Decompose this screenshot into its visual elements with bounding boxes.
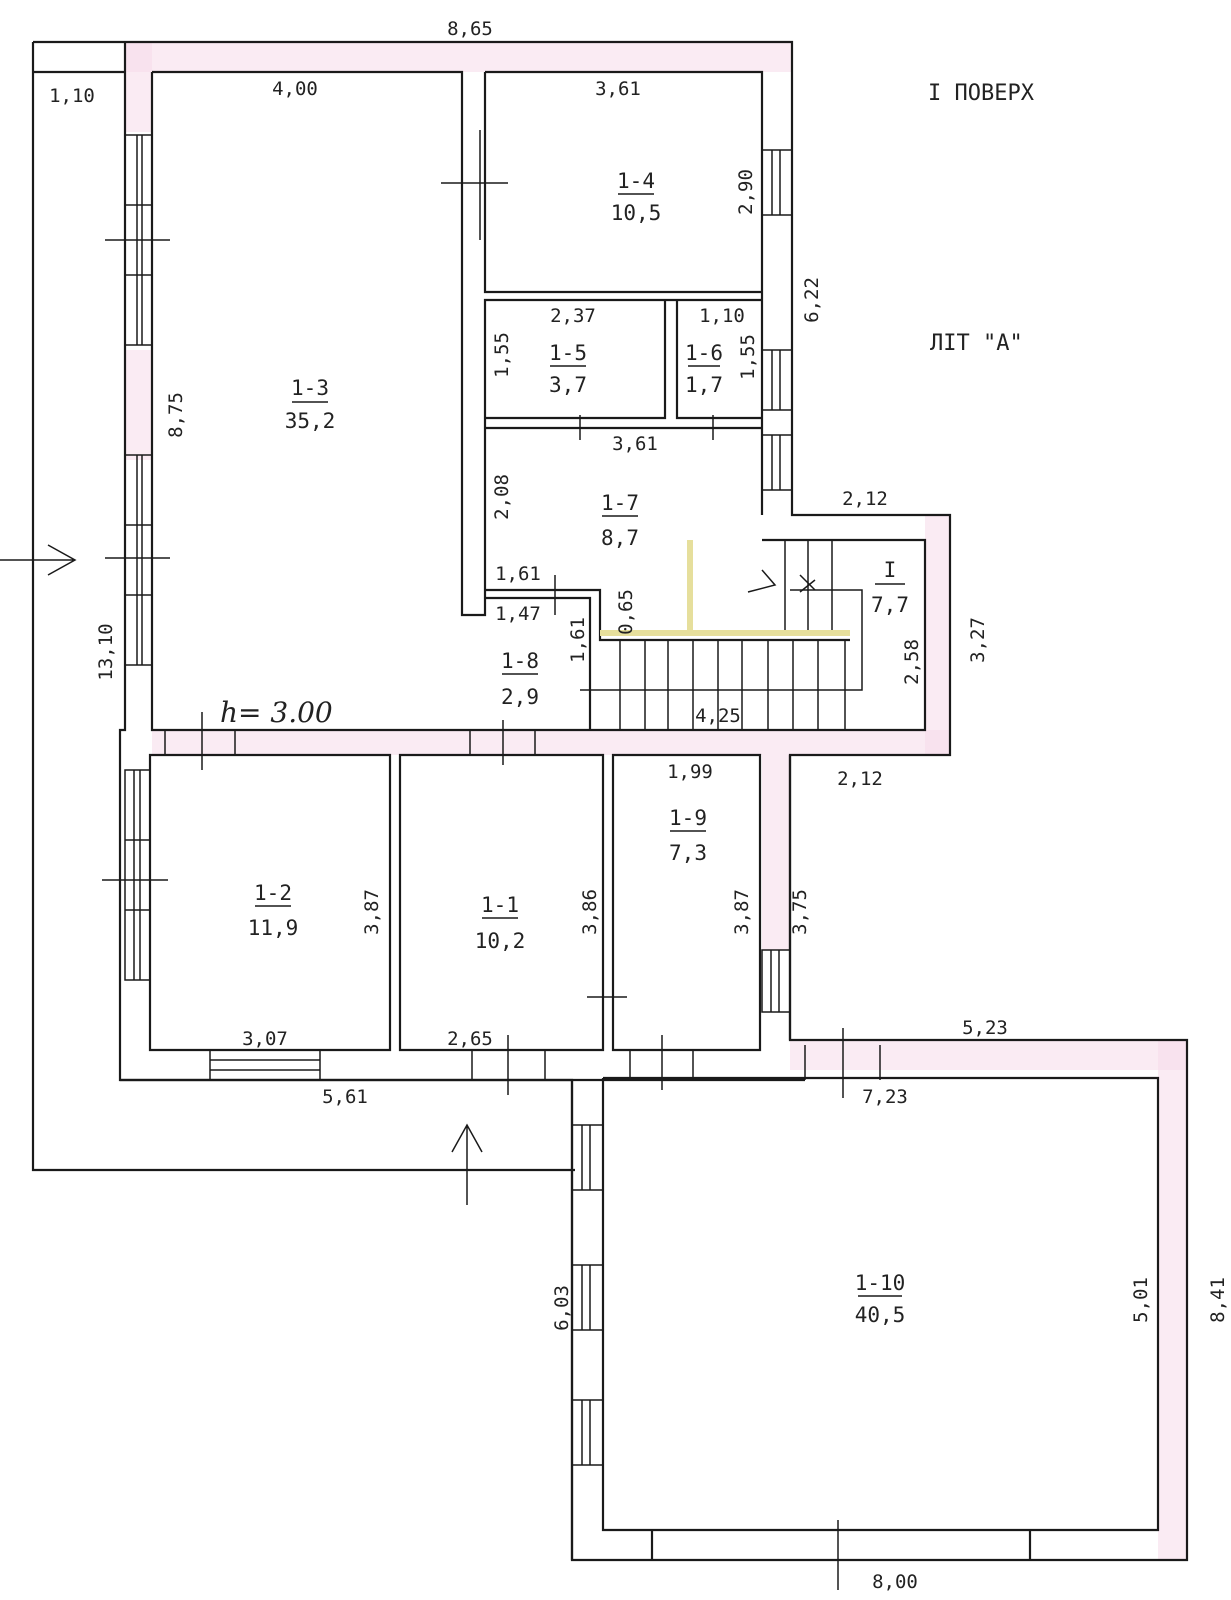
dimension-label: 1,61 — [567, 617, 589, 663]
dimension-label: 6,22 — [801, 277, 823, 323]
room-area: 10,5 — [611, 201, 662, 225]
room-number: 1-4 — [617, 169, 655, 193]
dimension-label: 8,41 — [1207, 1277, 1229, 1323]
dimension-label: 1,47 — [495, 603, 541, 625]
dimension-label: 13,10 — [95, 623, 117, 680]
room-area: 40,5 — [855, 1303, 906, 1327]
room-1-6: 1-61,7 — [685, 341, 723, 397]
dimension-label: 8,75 — [165, 392, 187, 438]
dimension-label: 3,61 — [595, 78, 641, 100]
doors — [102, 130, 881, 1590]
room-number: 1-7 — [601, 491, 639, 515]
dimension-label: 3,75 — [789, 889, 811, 935]
wall-shading — [125, 42, 1187, 1560]
room-1-9: 1-97,3 — [669, 806, 707, 865]
room-area: 8,7 — [601, 526, 639, 550]
dimension-label: 3,61 — [612, 433, 658, 455]
room-area: 11,9 — [248, 916, 299, 940]
room-number: 1-8 — [501, 649, 539, 673]
dimension-label: 7,23 — [862, 1086, 908, 1108]
room-number: 1-10 — [855, 1271, 906, 1295]
dimension-label: 3,27 — [967, 617, 989, 663]
room-number: 1-3 — [291, 376, 329, 400]
room-number: 1-9 — [669, 806, 707, 830]
room-1-2: 1-2 11,9 — [248, 881, 299, 940]
windows — [124, 134, 793, 1466]
room-number: 1-1 — [481, 893, 519, 917]
dimension-label: 5,23 — [962, 1017, 1008, 1039]
dimension-label: 2,12 — [842, 488, 888, 510]
room-1-4: 1-4 10,5 — [611, 169, 662, 225]
dimension-label: 5,01 — [1130, 1277, 1152, 1323]
dimension-label: 1,55 — [737, 334, 759, 380]
room-1-3: 1-3 35,2 — [285, 376, 336, 433]
walls — [31, 40, 1189, 1562]
room-area: 7,3 — [669, 841, 707, 865]
dimension-label: 8,00 — [872, 1571, 918, 1593]
dimension-label: 4,25 — [695, 705, 741, 727]
dimension-label: 1,99 — [667, 761, 713, 783]
room-1-8: 1-8 2,9 — [501, 649, 539, 709]
room-1-1: 1-1 10,2 — [475, 893, 526, 953]
dimension-label: 4,00 — [272, 78, 318, 100]
room-number: 1-2 — [254, 881, 292, 905]
dimension-label: 1,61 — [495, 563, 541, 585]
dimension-label: 1,10 — [49, 85, 95, 107]
room-area: 2,9 — [501, 685, 539, 709]
room-area: 1,7 — [685, 373, 723, 397]
dimension-label: 8,65 — [447, 18, 493, 40]
room-I: I 7,7 — [871, 558, 909, 617]
room-1-7: 1-78,7 — [601, 491, 639, 550]
dimension-label: 6,03 — [551, 1285, 573, 1331]
room-area: 35,2 — [285, 409, 336, 433]
entrance-arrows — [0, 544, 483, 1205]
room-1-10: 1-10 40,5 — [855, 1271, 906, 1327]
dimension-label: 3,87 — [731, 889, 753, 935]
dimension-label: 2,12 — [837, 768, 883, 790]
dimension-label: 3,07 — [242, 1028, 288, 1050]
dimension-label: 1,10 — [699, 305, 745, 327]
room-area: 3,7 — [549, 373, 587, 397]
dimension-label: 0,65 — [615, 589, 637, 635]
room-number: I — [884, 558, 897, 582]
staircase — [580, 540, 863, 730]
dimension-label: 2,58 — [901, 639, 923, 685]
dimension-label: 2,37 — [550, 305, 596, 327]
dimension-label: 5,61 — [322, 1086, 368, 1108]
dimension-label: 3,87 — [361, 889, 383, 935]
dimension-label: 2,90 — [735, 169, 757, 215]
building-letter: ЛІТ "А" — [930, 331, 1023, 356]
room-area: 10,2 — [475, 929, 526, 953]
room-labels: 1-335,2 1-410,5 1-53,7 1-61,7 1-78,7 I7,… — [248, 169, 909, 1327]
dimension-label: 2,65 — [447, 1028, 493, 1050]
room-1-5: 1-53,7 — [549, 341, 587, 397]
dimension-label: 3,86 — [579, 889, 601, 935]
ceiling-height: h= 3.00 — [220, 696, 333, 729]
dimension-label: 2,08 — [491, 474, 513, 520]
dimension-labels: 8,65 1,10 4,00 3,61 2,90 6,22 2,37 1,10 … — [49, 18, 1229, 1593]
floor-title: I ПОВЕРХ — [928, 81, 1035, 106]
room-number: 1-6 — [685, 341, 723, 365]
room-area: 7,7 — [871, 593, 909, 617]
room-number: 1-5 — [549, 341, 587, 365]
dimension-label: 1,55 — [491, 332, 513, 378]
